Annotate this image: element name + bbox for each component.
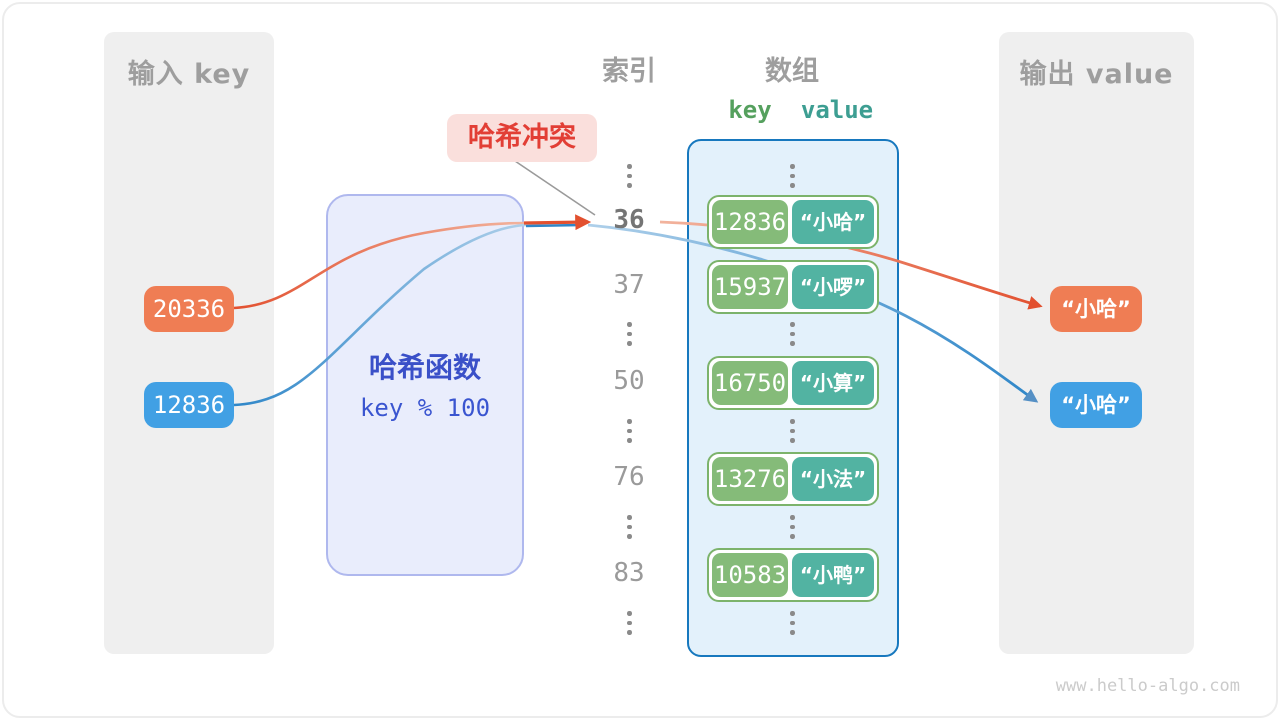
array-pair-row: 10583 “小鸭” [707,548,879,602]
output-value-orange: “小哈” [1050,286,1142,332]
index-76: 76 [613,462,645,492]
input-panel-title: 输入 key [127,59,251,90]
input-panel: 输入 key [104,32,274,654]
array-pair-row: 16750 “小算” [707,356,879,410]
ellipsis-dots [627,419,632,443]
hash-function-title: 哈希函数 [368,351,481,384]
index-37: 37 [613,270,645,300]
array-pair-row: 15937 “小啰” [707,260,879,314]
pair-key: 15937 [712,265,788,309]
pair-value: “小啰” [792,265,874,309]
input-key-20336: 20336 [144,286,234,332]
ellipsis-dots [627,515,632,539]
index-83: 83 [613,558,645,588]
index-50: 50 [613,366,645,396]
pair-key: 16750 [712,361,788,405]
pair-value: “小鸭” [792,553,874,597]
index-36: 36 [613,205,645,235]
hash-function-box: 哈希函数 key % 100 [326,194,524,576]
ellipsis-dots [790,164,795,188]
pair-value: “小法” [792,457,874,501]
site-watermark: www.hello-algo.com [1055,676,1240,696]
pair-value: “小算” [792,361,874,405]
ellipsis-dots [627,322,632,346]
input-key-12836: 12836 [144,382,234,428]
pair-value: “小哈” [792,200,874,244]
ellipsis-dots [790,611,795,635]
array-pair-row: 13276 “小法” [707,452,879,506]
ellipsis-dots [790,515,795,539]
pair-key: 12836 [712,200,788,244]
ellipsis-dots [790,419,795,443]
value-column-label: value [800,96,874,124]
output-panel-title: 输出 value [1019,59,1174,90]
ellipsis-dots [790,322,795,346]
ellipsis-dots [627,611,632,635]
hash-collision-label: 哈希冲突 [447,114,597,162]
wire-arrow-blue-under [525,223,583,228]
array-pair-row: 12836 “小哈” [707,195,879,249]
output-value-blue: “小哈” [1050,382,1142,428]
pair-key: 10583 [712,553,788,597]
index-column-title: 索引 [602,56,656,87]
pair-key: 13276 [712,457,788,501]
wire-input-blue [233,223,527,407]
collision-pointer-line [514,160,596,216]
key-column-label: key [728,96,772,124]
ellipsis-dots [627,164,632,188]
array-column-title: 数组 [765,56,819,87]
connector-arrows [233,160,1043,407]
wire-input-orange [233,221,527,310]
arrow-to-index-36 [523,214,592,231]
hash-function-formula: key % 100 [359,394,491,422]
output-panel: 输出 value [999,32,1194,654]
